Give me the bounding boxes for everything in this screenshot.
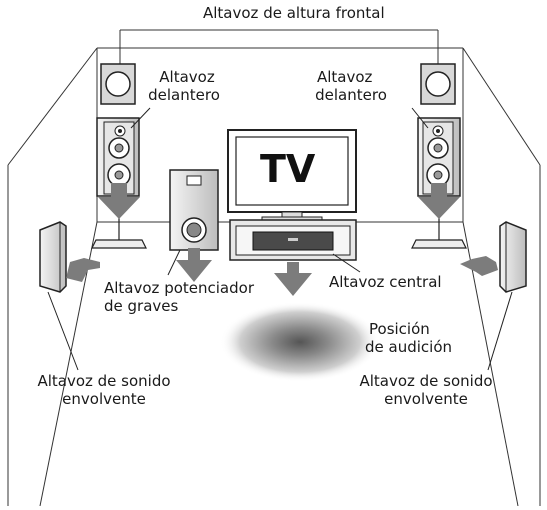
tv	[227, 129, 357, 224]
front-height-speaker-label: Altavoz de altura frontal	[203, 4, 385, 22]
arrow-surround-right	[460, 256, 498, 276]
listening-position	[220, 302, 380, 382]
arrow-front-right	[418, 183, 460, 219]
listening-label-line2: de audición	[365, 338, 453, 356]
arrow-surround-left	[66, 258, 100, 282]
listening-position-label: Posición de audición	[365, 320, 452, 356]
surround-left-speaker	[39, 221, 67, 293]
subwoofer-label-line2: de graves	[104, 297, 179, 315]
front-left-label-line1: Altavoz	[159, 68, 215, 86]
arrow-subwoofer	[176, 248, 212, 282]
front-height-speaker-right	[420, 63, 456, 105]
surround-right-label-line2: envolvente	[384, 390, 468, 408]
front-right-label-line2: delantero	[315, 86, 387, 104]
front-left-stand	[91, 215, 147, 249]
arrow-center	[274, 262, 312, 296]
center-speaker-label: Altavoz central	[329, 273, 442, 291]
front-height-speaker-left	[100, 63, 136, 105]
center-speaker	[252, 231, 334, 251]
front-left-label-line2: delantero	[148, 86, 220, 104]
surround-right-speaker	[499, 221, 527, 293]
surround-left-label-line2: envolvente	[62, 390, 146, 408]
front-right-label-line1: Altavoz	[317, 68, 373, 86]
subwoofer-label-line1: Altavoz potenciador	[104, 279, 254, 297]
front-height-leader	[119, 29, 439, 64]
surround-right-speaker-label: Altavoz de sonido envolvente	[353, 372, 499, 408]
surround-right-label-line1: Altavoz de sonido	[359, 372, 493, 390]
tv-label: TV	[260, 147, 316, 191]
listening-label-line1: Posición	[369, 320, 430, 338]
arrow-front-left	[98, 183, 140, 219]
front-right-speaker-label: Altavoz delantero	[311, 68, 391, 104]
surround-left-speaker-label: Altavoz de sonido envolvente	[31, 372, 177, 408]
subwoofer	[169, 169, 219, 251]
subwoofer-label: Altavoz potenciador de graves	[104, 279, 254, 315]
sound-direction-arrows	[66, 183, 498, 296]
front-right-stand	[411, 215, 467, 249]
surround-left-label-line1: Altavoz de sonido	[37, 372, 171, 390]
room-outline	[7, 47, 541, 507]
front-left-speaker-label: Altavoz delantero	[148, 68, 222, 104]
